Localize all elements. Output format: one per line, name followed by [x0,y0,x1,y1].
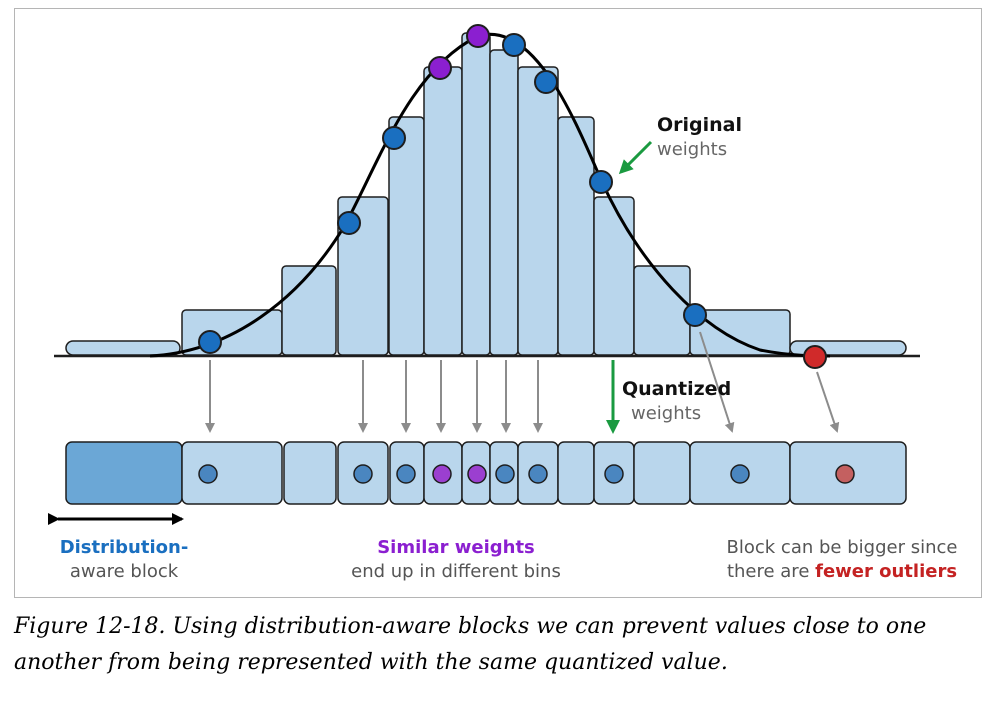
quant-block [633,441,691,505]
original-weights [198,24,827,369]
weight-point-similar [428,56,452,80]
histogram-bar [593,196,635,356]
weight-point [337,211,361,235]
histogram-bar [388,116,425,356]
quantized-point [604,464,624,484]
mapping-arrow [699,331,735,433]
weight-point [198,330,222,354]
mapping-arrows [205,331,840,433]
histogram-bar [65,340,181,356]
histogram-bar [461,32,491,356]
weight-point [534,70,558,94]
quantized-point [730,464,750,484]
weight-point-outlier [803,345,827,369]
quantized-point [396,464,416,484]
histogram-bars [65,32,907,356]
label-fewer-outliers-line: there are fewer outliers [727,561,957,582]
quant-block [557,441,595,505]
histogram-bar [489,49,519,356]
distribution-aware-block [65,441,183,505]
weight-point [683,303,707,327]
label-distribution: Distribution- [60,537,189,558]
label-original-weights: weights [657,139,727,160]
figure-caption: Figure 12-18. Using distribution-aware b… [14,614,927,675]
original-pointer-arrow [618,140,653,175]
quantization-diagram: Original weights Quantized weights Distr… [48,24,958,582]
label-different-bins: end up in different bins [351,561,561,582]
label-fewer-outliers: fewer outliers [815,561,957,582]
label-similar-weights: Similar weights [377,537,535,558]
weight-point [589,170,613,194]
histogram-bar [423,66,463,356]
quantized-values [198,464,855,484]
label-original: Original [657,114,742,136]
label-quantized: Quantized [622,378,731,400]
quantized-point-similar [467,464,487,484]
weight-point [502,33,526,57]
weight-point [382,126,406,150]
mapping-arrow [816,371,840,433]
quantized-point [528,464,548,484]
histogram-bar [517,66,559,356]
quantized-point [353,464,373,484]
label-aware-block: aware block [70,561,179,582]
quant-block [283,441,337,505]
quantized-point [198,464,218,484]
quantized-point [495,464,515,484]
label-there-are: there are [727,561,815,582]
quant-block [181,441,283,505]
label-block-bigger: Block can be bigger since [727,537,958,558]
histogram-bar [281,265,337,356]
quantized-point-similar [432,464,452,484]
weight-point-similar [466,24,490,48]
quantized-point-outlier [835,464,855,484]
label-quantized-weights: weights [631,403,701,424]
